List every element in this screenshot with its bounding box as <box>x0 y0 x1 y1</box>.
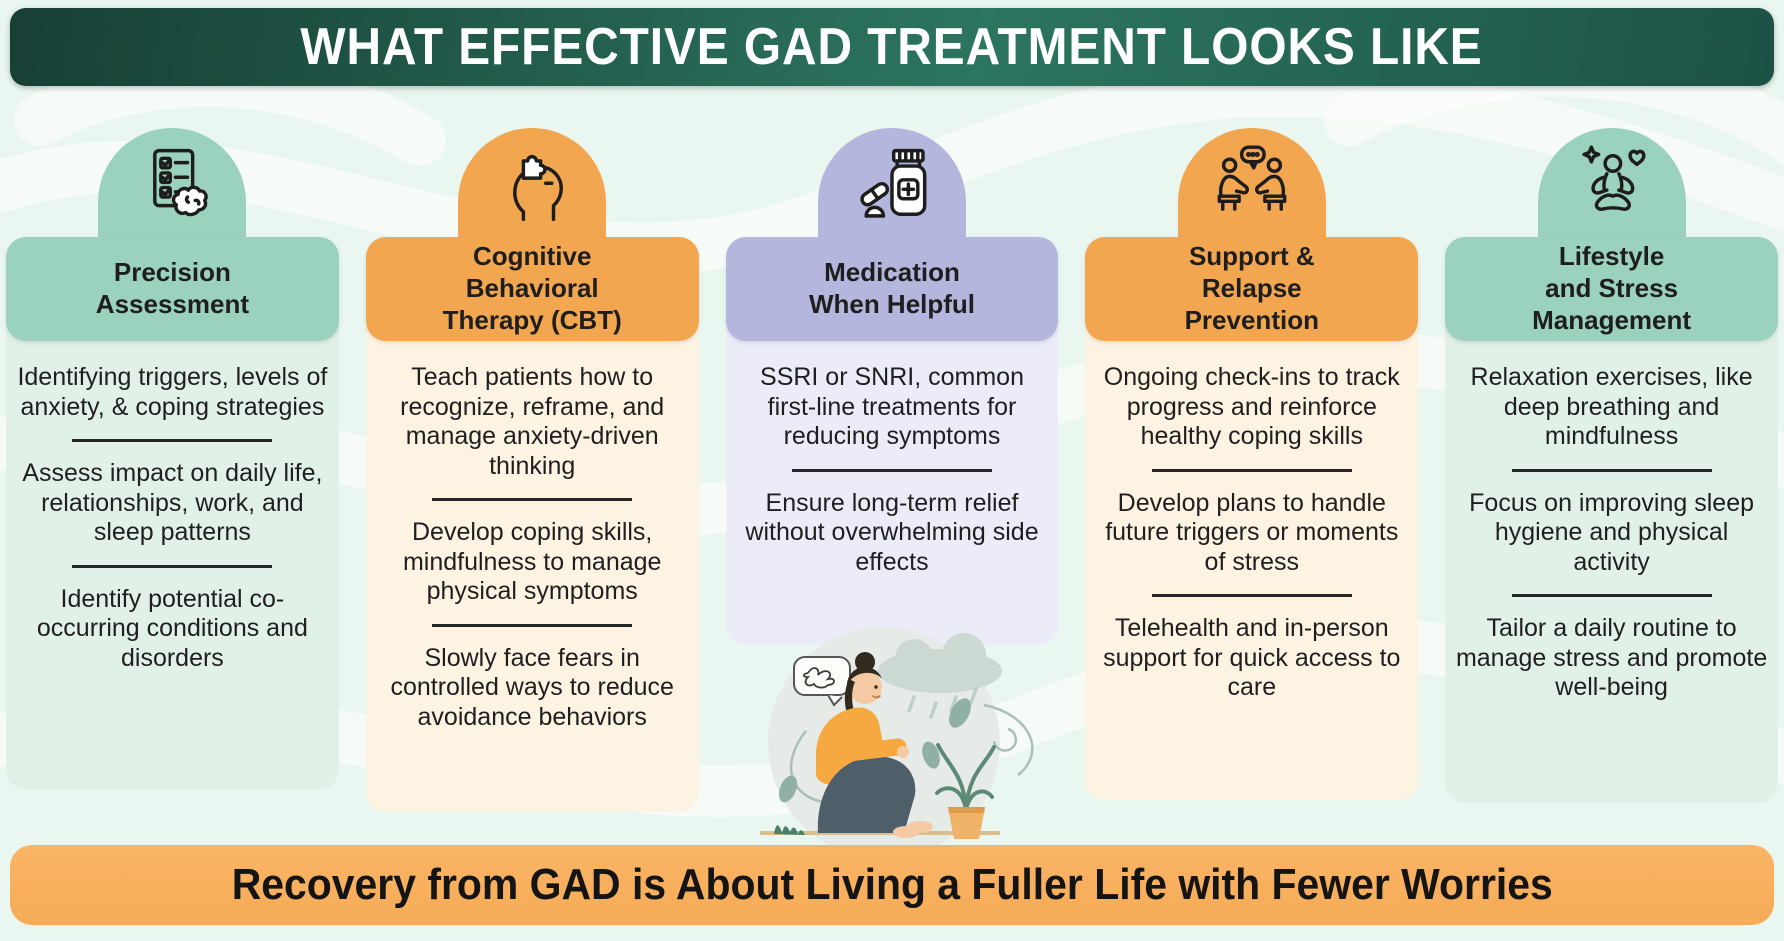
meditation-icon <box>1569 142 1655 233</box>
column-title: Support & Relapse Prevention <box>1184 241 1319 335</box>
floating-leaves <box>778 698 971 803</box>
column-title-band: Medication When Helpful <box>725 237 1059 341</box>
item-divider <box>432 623 633 627</box>
column-support-relapse-prevention: Support & Relapse Prevention Ongoing che… <box>1085 128 1419 812</box>
column-title-band: Cognitive Behavioral Therapy (CBT) <box>365 237 699 341</box>
treatment-point: Ensure long-term relief without overwhel… <box>745 488 1039 576</box>
column-icon-tab <box>817 128 966 239</box>
treatment-point: Assess impact on daily life, relationshi… <box>22 459 323 546</box>
item-divider <box>1511 468 1712 472</box>
rain-cloud <box>878 633 1002 693</box>
item-divider <box>432 498 633 501</box>
column-lifestyle-stress-management: Lifestyle and Stress Management Relaxati… <box>1445 128 1778 812</box>
treatment-point: Develop coping skills, mindfulness to ma… <box>402 518 662 605</box>
treatment-point: Telehealth and in-person support for qui… <box>1103 614 1401 701</box>
column-body-card: Teach patients how to recognize, reframe… <box>365 321 699 812</box>
column-title-band: Lifestyle and Stress Management <box>1445 237 1778 341</box>
item-divider <box>72 439 273 442</box>
anxious-woman-sitting-illustration <box>760 627 1034 846</box>
column-title-band: Support & Relapse Prevention <box>1085 237 1419 341</box>
treatment-point: Identify potential co-occurring conditio… <box>36 584 308 672</box>
column-title: Cognitive Behavioral Therapy (CBT) <box>442 241 622 335</box>
column-icon-tab <box>458 128 607 239</box>
treatment-point: Teach patients how to recognize, reframe… <box>400 363 665 480</box>
treatment-point: Develop plans to handle future triggers … <box>1105 488 1399 576</box>
item-divider <box>1151 468 1352 472</box>
treatment-point: Relaxation exercises, like deep breathin… <box>1470 363 1753 450</box>
column-title: Lifestyle and Stress Management <box>1532 241 1692 335</box>
treatment-point: Focus on improving sleep hygiene and phy… <box>1469 488 1755 576</box>
treatment-point: Identifying triggers, levels of anxiety,… <box>17 363 328 421</box>
column-medication-when-helpful: Medication When Helpful SSRI or SNRI, co… <box>725 128 1059 812</box>
potted-plant <box>935 743 996 839</box>
column-title: Precision Assessment <box>95 257 249 319</box>
support-chat-icon <box>1209 142 1295 233</box>
grass <box>774 825 805 835</box>
column-precision-assessment: Precision Assessment Identifying trigger… <box>6 128 339 812</box>
item-divider <box>1151 594 1352 597</box>
column-body-card: Identifying triggers, levels of anxiety,… <box>6 321 339 790</box>
treatment-point: SSRI or SNRI, common first-line treatmen… <box>760 363 1024 450</box>
item-divider <box>72 564 273 568</box>
treatment-point: Tailor a daily routine to manage stress … <box>1455 614 1768 701</box>
checklist-brain-icon <box>129 142 215 233</box>
sitting-woman <box>793 652 933 838</box>
column-title: Medication When Helpful <box>808 257 976 319</box>
column-body-card: SSRI or SNRI, common first-line treatmen… <box>725 321 1059 645</box>
column-icon-tab <box>1537 128 1686 239</box>
header-title: WHAT EFFECTIVE GAD TREATMENT LOOKS LIKE <box>300 18 1484 76</box>
head-puzzle-icon <box>489 142 575 233</box>
footer-banner: Recovery from GAD is About Living a Full… <box>10 845 1774 925</box>
column-body-card: Relaxation exercises, like deep breathin… <box>1445 321 1778 803</box>
column-title-band: Precision Assessment <box>6 237 339 341</box>
column-icon-tab <box>1177 128 1326 239</box>
medicine-bottle-icon <box>849 142 935 233</box>
column-body-card: Ongoing check-ins to track progress and … <box>1085 321 1419 800</box>
treatment-point: Ongoing check-ins to track progress and … <box>1103 363 1400 450</box>
treatment-point: Slowly face fears in controlled ways to … <box>390 643 674 731</box>
column-icon-tab <box>98 128 247 239</box>
header-banner: WHAT EFFECTIVE GAD TREATMENT LOOKS LIKE <box>10 8 1774 86</box>
footer-title: Recovery from GAD is About Living a Full… <box>231 860 1553 909</box>
item-divider <box>791 468 992 472</box>
columns: Precision Assessment Identifying trigger… <box>6 128 1778 812</box>
column-cognitive-behavioral-therapy: Cognitive Behavioral Therapy (CBT) Teach… <box>365 128 699 812</box>
item-divider <box>1511 594 1712 597</box>
